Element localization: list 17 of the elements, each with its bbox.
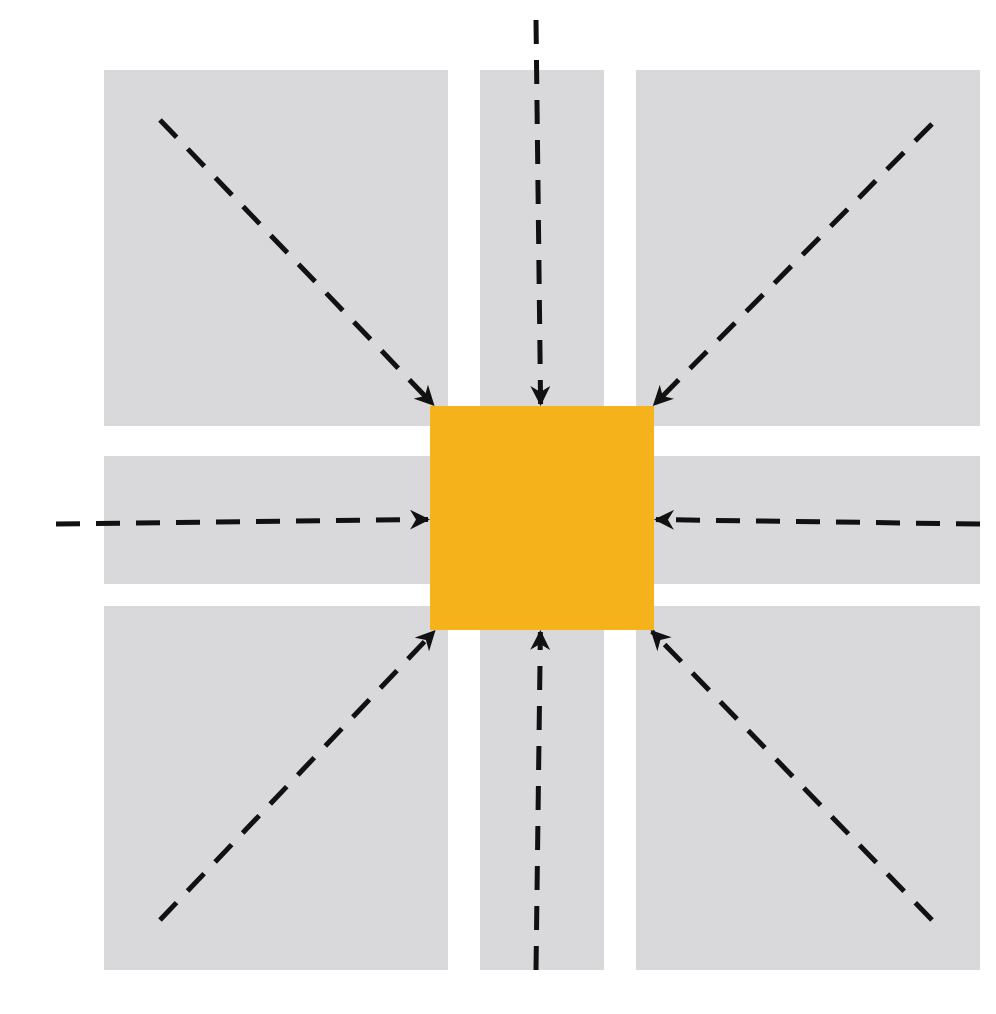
tile-area — [654, 456, 980, 584]
center-square — [430, 406, 654, 630]
dashed-arrow — [530, 19, 551, 406]
tile-area — [636, 606, 980, 970]
tile-area — [480, 630, 604, 970]
dashed-arrow — [654, 509, 981, 530]
tile-area — [104, 70, 448, 426]
dashed-arrow — [158, 629, 436, 922]
dashed-arrow — [530, 630, 551, 971]
dashed-arrow — [158, 118, 435, 407]
dashed-arrow — [652, 122, 934, 407]
tile-area — [636, 70, 980, 426]
tile-area — [104, 606, 448, 970]
dashed-arrow — [650, 629, 934, 922]
tile-area — [480, 70, 604, 410]
dashed-arrow — [55, 509, 430, 530]
tile-area — [104, 456, 430, 584]
